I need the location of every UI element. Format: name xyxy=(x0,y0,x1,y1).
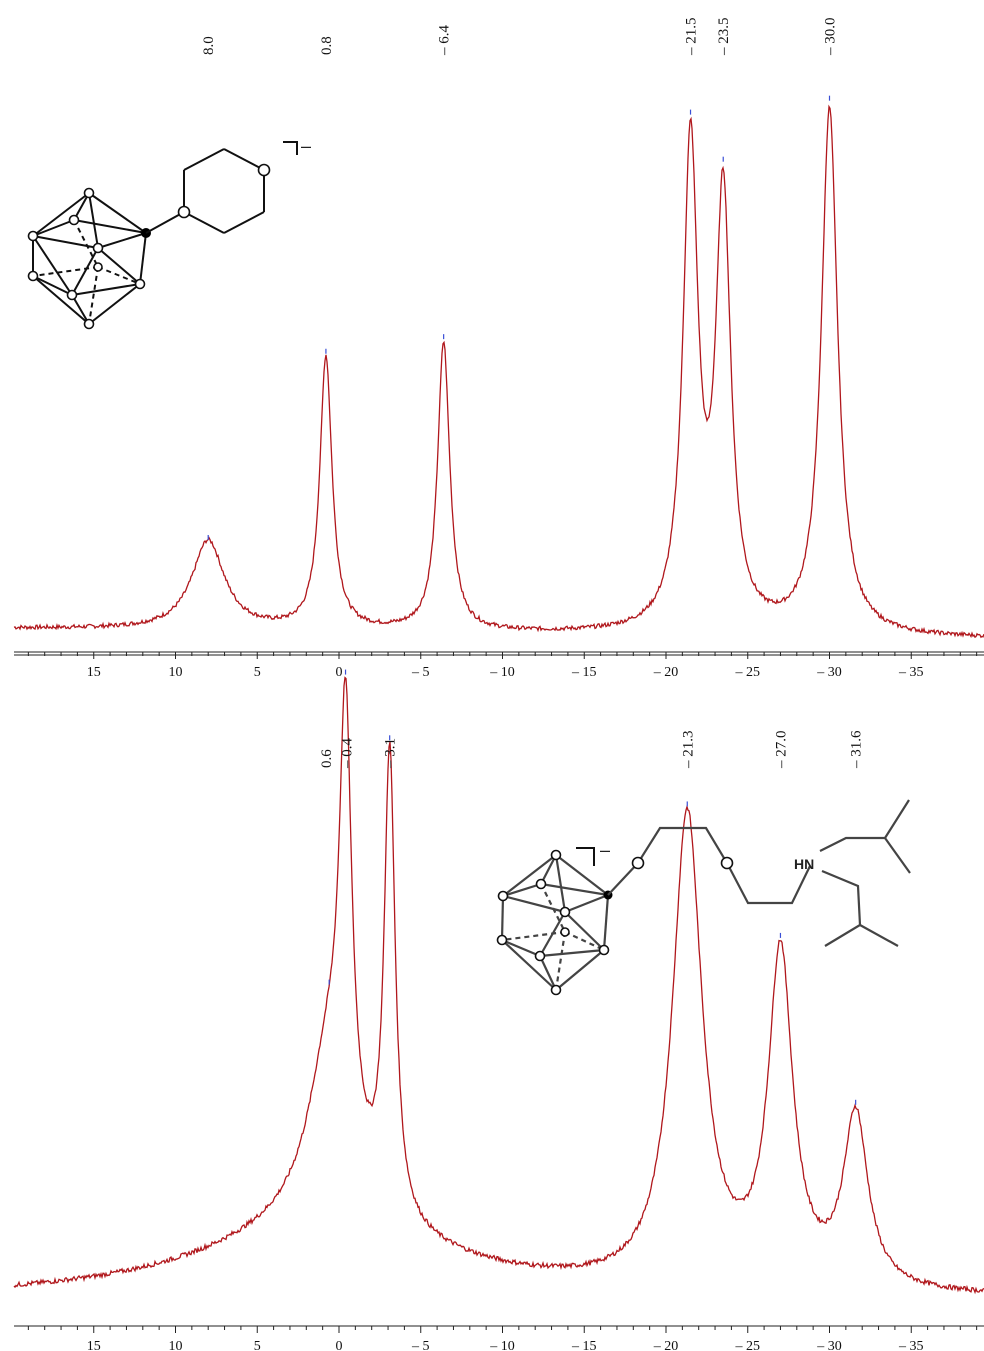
bracket-bottom-icon xyxy=(576,847,595,866)
x-tick-label: 5 xyxy=(254,665,261,680)
charge-top: – xyxy=(301,136,311,156)
x-tick-label: 10 xyxy=(169,1339,183,1351)
x-tick-label: – 20 xyxy=(653,1339,679,1351)
spectrum-panel-top: 15 10 5 0 – 5 – 10 – 15 – 20 – 25 – 30 – 35 8.0 0.8 –… xyxy=(13,18,984,680)
bottom-structure-icon: HN – xyxy=(496,799,911,996)
peak-label: 0.6 xyxy=(319,749,335,768)
spectrum-panel-bottom: 15 10 5 0 – 5 – 10 – 15 – 20 – 25 – 30 – 35 0.6 – 0.… xyxy=(13,669,984,1351)
peak-label: – 3.1 xyxy=(383,738,399,769)
x-tick-label: – 10 xyxy=(489,1339,515,1351)
peak-label: – 31.6 xyxy=(849,730,865,769)
amine-label: HN xyxy=(794,856,814,872)
peak-label: – 0.4 xyxy=(340,738,356,770)
x-tick-label: 15 xyxy=(87,1339,101,1351)
spectrum-trace xyxy=(13,676,984,1295)
peak-label: – 30.0 xyxy=(823,18,839,57)
x-tick-label: 5 xyxy=(254,1339,261,1351)
x-tick-label: 0 xyxy=(336,1339,343,1351)
peak-label: 8.0 xyxy=(201,36,217,55)
peak-label: – 27.0 xyxy=(773,731,789,770)
borane-cluster-bottom-icon xyxy=(496,849,613,996)
x-tick-label: – 5 xyxy=(411,1339,430,1351)
top-structure-icon: – xyxy=(27,136,311,330)
x-tick-label: – 25 xyxy=(735,665,761,680)
x-tick-label: – 25 xyxy=(735,1339,761,1351)
x-tick-label: 0 xyxy=(336,665,343,680)
x-tick-label: – 35 xyxy=(898,665,924,680)
x-tick-label: – 10 xyxy=(489,665,515,680)
peak-label: – 21.5 xyxy=(684,18,700,57)
x-tick-label: – 15 xyxy=(571,665,597,680)
x-tick-label: – 30 xyxy=(816,1339,842,1351)
x-tick-label: 15 xyxy=(87,665,101,680)
spectrum-trace xyxy=(13,104,984,639)
x-tick-label: – 20 xyxy=(653,665,679,680)
x-tick-label: – 30 xyxy=(816,665,842,680)
x-tick-label: – 15 xyxy=(571,1339,597,1351)
x-tick-label: – 5 xyxy=(411,665,430,680)
x-tick-label: 10 xyxy=(169,665,183,680)
bracket-top-icon xyxy=(283,141,298,155)
peak-label: – 23.5 xyxy=(716,18,732,57)
dioxane-ring-icon xyxy=(145,148,271,234)
borane-cluster-top-icon xyxy=(27,187,151,330)
peak-label: – 6.4 xyxy=(437,25,453,57)
peak-label: 0.8 xyxy=(319,36,335,55)
peak-label: – 21.3 xyxy=(680,731,696,770)
ether-chain-icon: HN xyxy=(607,799,911,947)
charge-bottom: – xyxy=(600,840,610,860)
x-tick-label: – 35 xyxy=(898,1339,924,1351)
